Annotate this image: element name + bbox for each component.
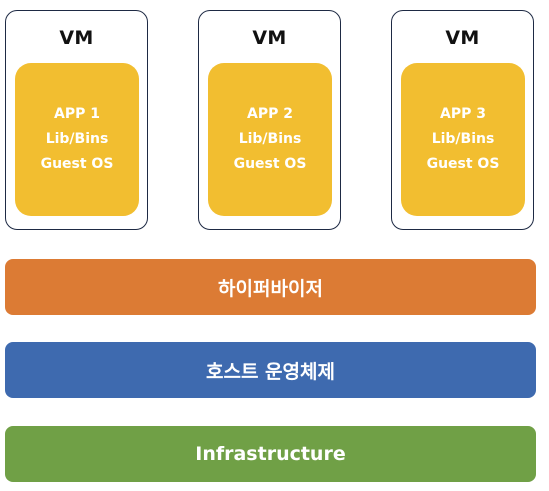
libs-label: Lib/Bins <box>238 131 302 147</box>
app-label: APP 3 <box>440 106 486 122</box>
vm-box-1: VM APP 1 Lib/Bins Guest OS <box>5 10 148 230</box>
guest-os-label: Guest OS <box>233 156 307 172</box>
app-stack-2: APP 2 Lib/Bins Guest OS <box>208 63 332 216</box>
host-os-layer: 호스트 운영체제 <box>5 342 536 398</box>
app-stack-3: APP 3 Lib/Bins Guest OS <box>401 63 525 216</box>
hypervisor-layer: 하이퍼바이저 <box>5 259 536 315</box>
libs-label: Lib/Bins <box>431 131 495 147</box>
infrastructure-label: Infrastructure <box>195 443 346 465</box>
vm-title: VM <box>252 27 287 49</box>
vm-box-2: VM APP 2 Lib/Bins Guest OS <box>198 10 341 230</box>
vm-title: VM <box>59 27 94 49</box>
hypervisor-label: 하이퍼바이저 <box>218 277 323 300</box>
app-label: APP 2 <box>247 106 293 122</box>
host-os-label: 호스트 운영체제 <box>206 360 335 383</box>
app-stack-1: APP 1 Lib/Bins Guest OS <box>15 63 139 216</box>
infrastructure-layer: Infrastructure <box>5 426 536 482</box>
libs-label: Lib/Bins <box>45 131 109 147</box>
guest-os-label: Guest OS <box>426 156 500 172</box>
vm-box-3: VM APP 3 Lib/Bins Guest OS <box>391 10 534 230</box>
app-label: APP 1 <box>54 106 100 122</box>
vm-title: VM <box>445 27 480 49</box>
guest-os-label: Guest OS <box>40 156 114 172</box>
